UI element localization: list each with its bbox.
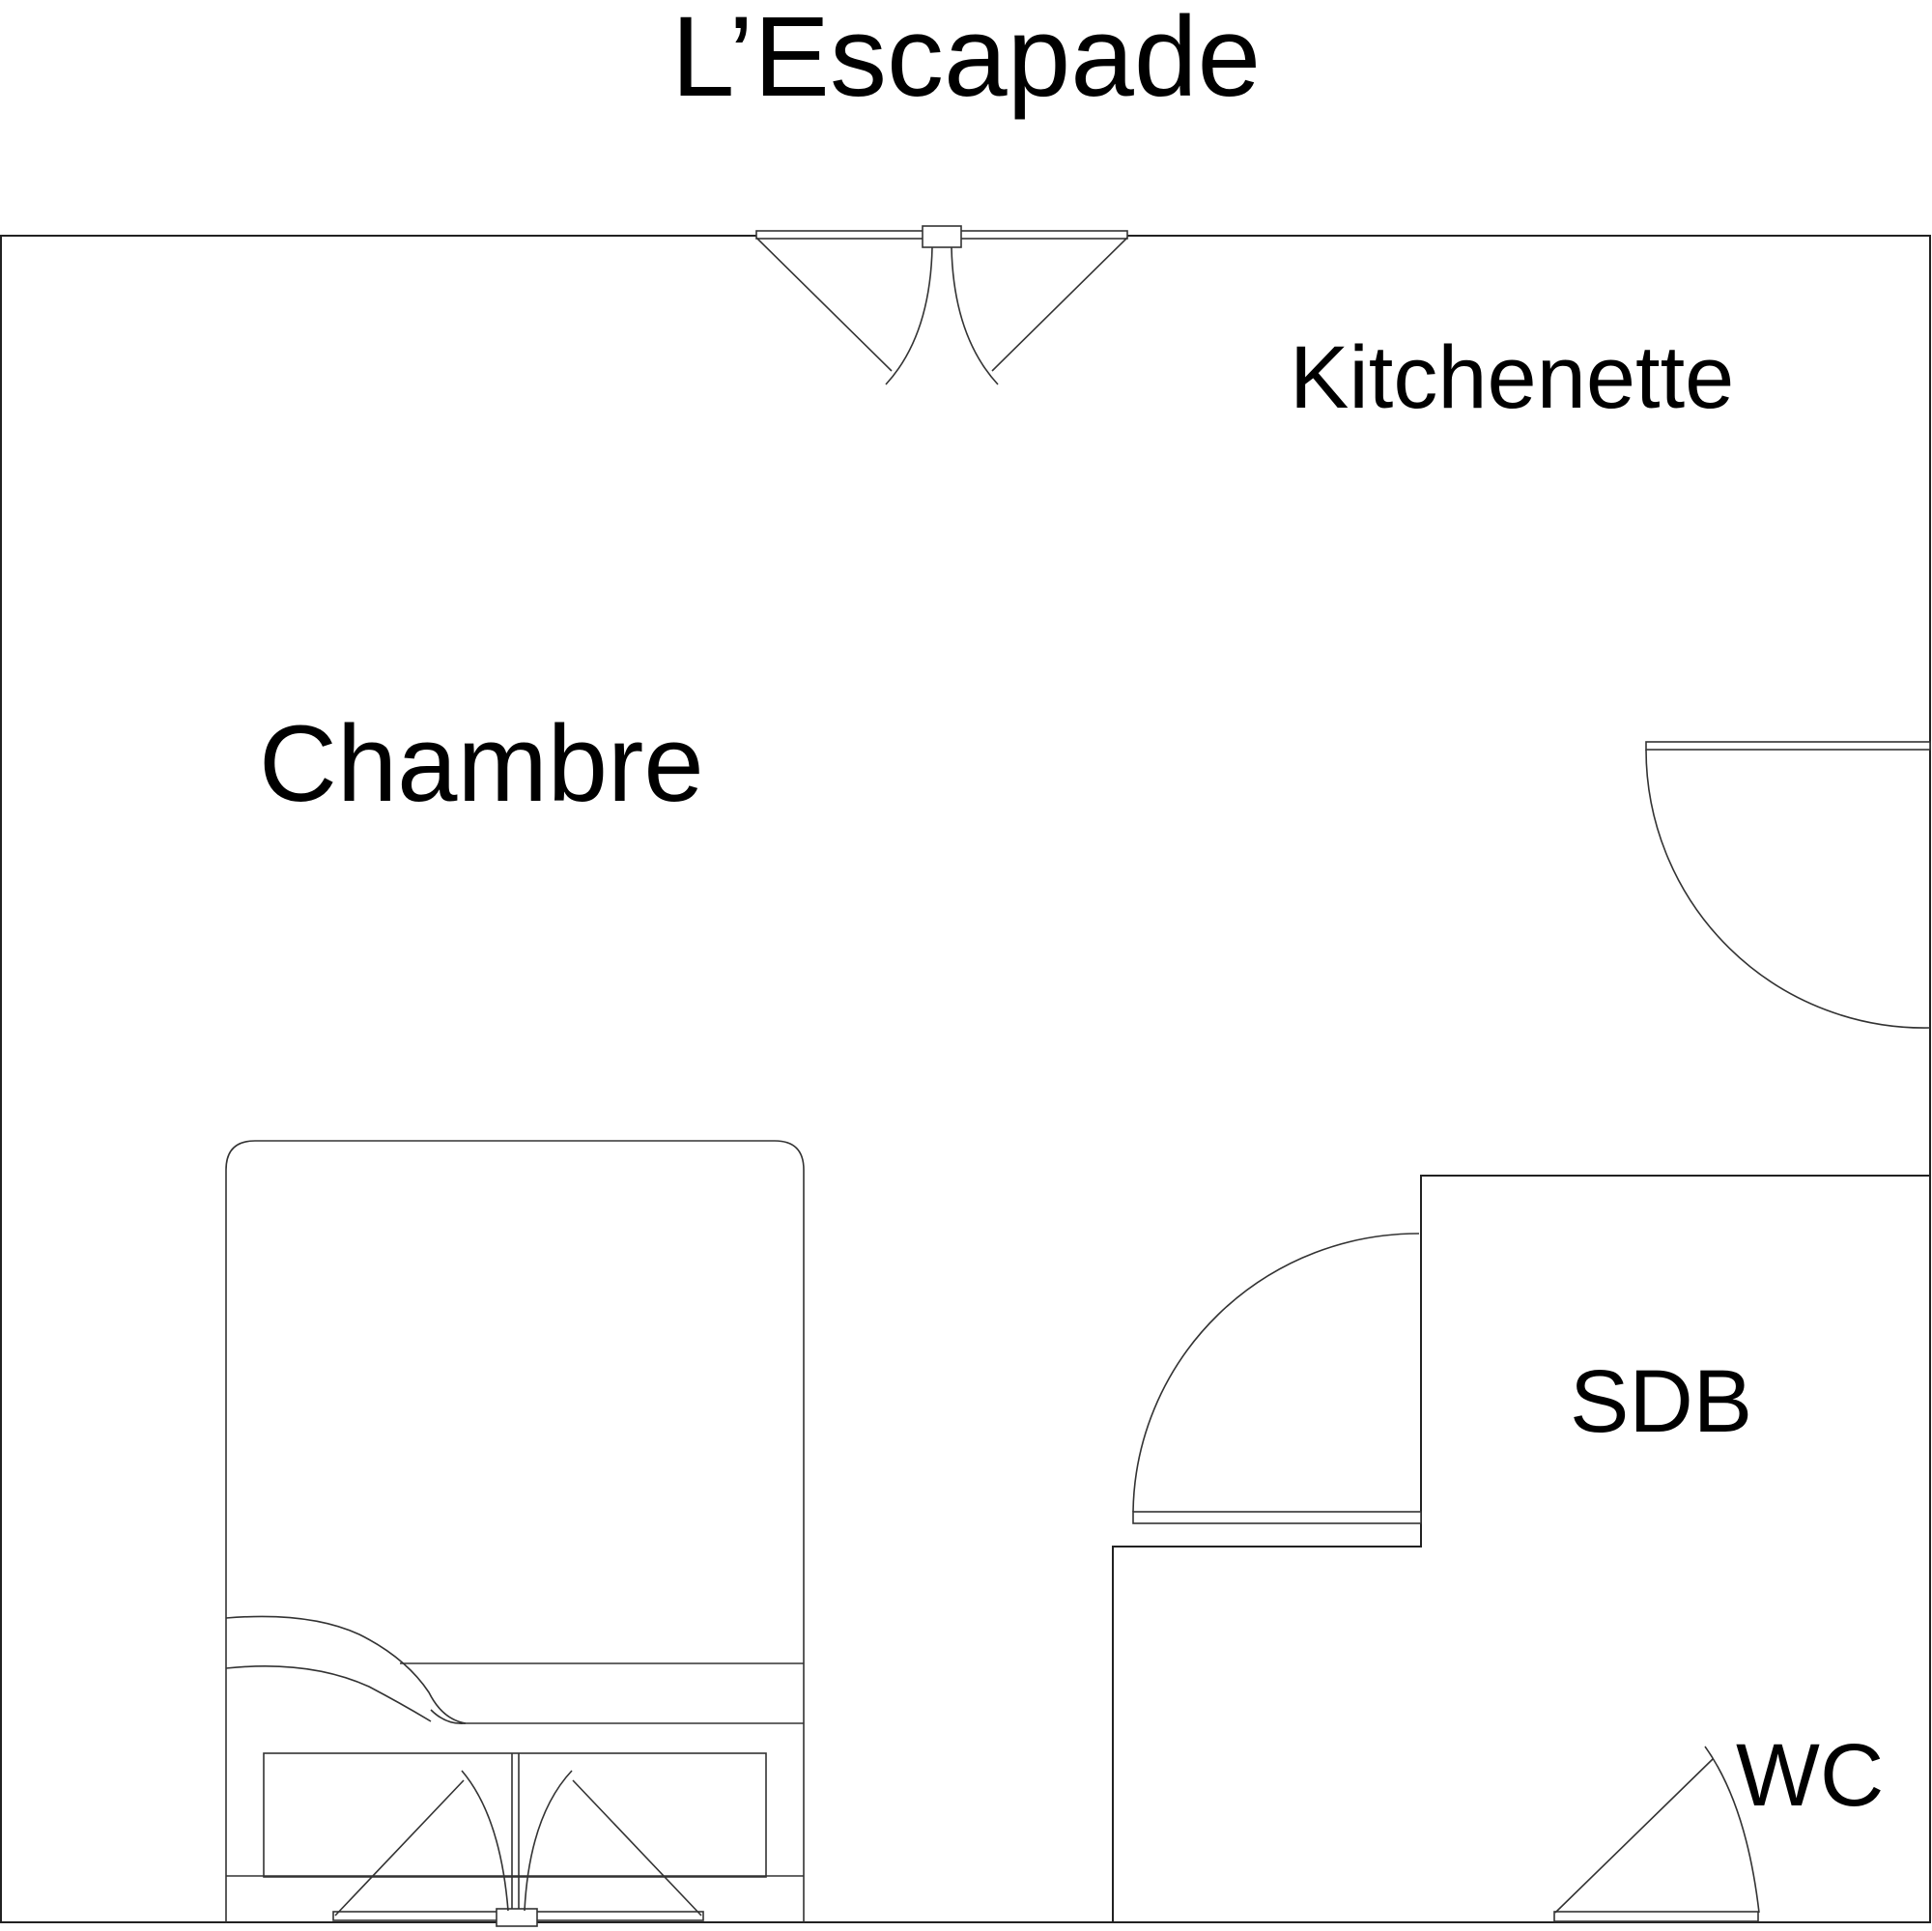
top-window [755, 225, 1128, 385]
bottom-window [332, 1770, 704, 1927]
sdb-walls [1112, 1175, 1930, 1922]
room-label-kitchenette: Kitchenette [1290, 328, 1735, 427]
room-label-wc: WC [1736, 1726, 1885, 1825]
room-label-sdb: SDB [1570, 1352, 1753, 1451]
room-label-chambre: Chambre [259, 703, 704, 824]
plan-title: L’Escapade [670, 0, 1262, 121]
kitchen-side-door [1645, 741, 1931, 1029]
outer-walls [0, 235, 1931, 1923]
bed [225, 1140, 805, 1922]
sdb-door [1132, 1233, 1422, 1524]
wc-door [1553, 1746, 1760, 1922]
